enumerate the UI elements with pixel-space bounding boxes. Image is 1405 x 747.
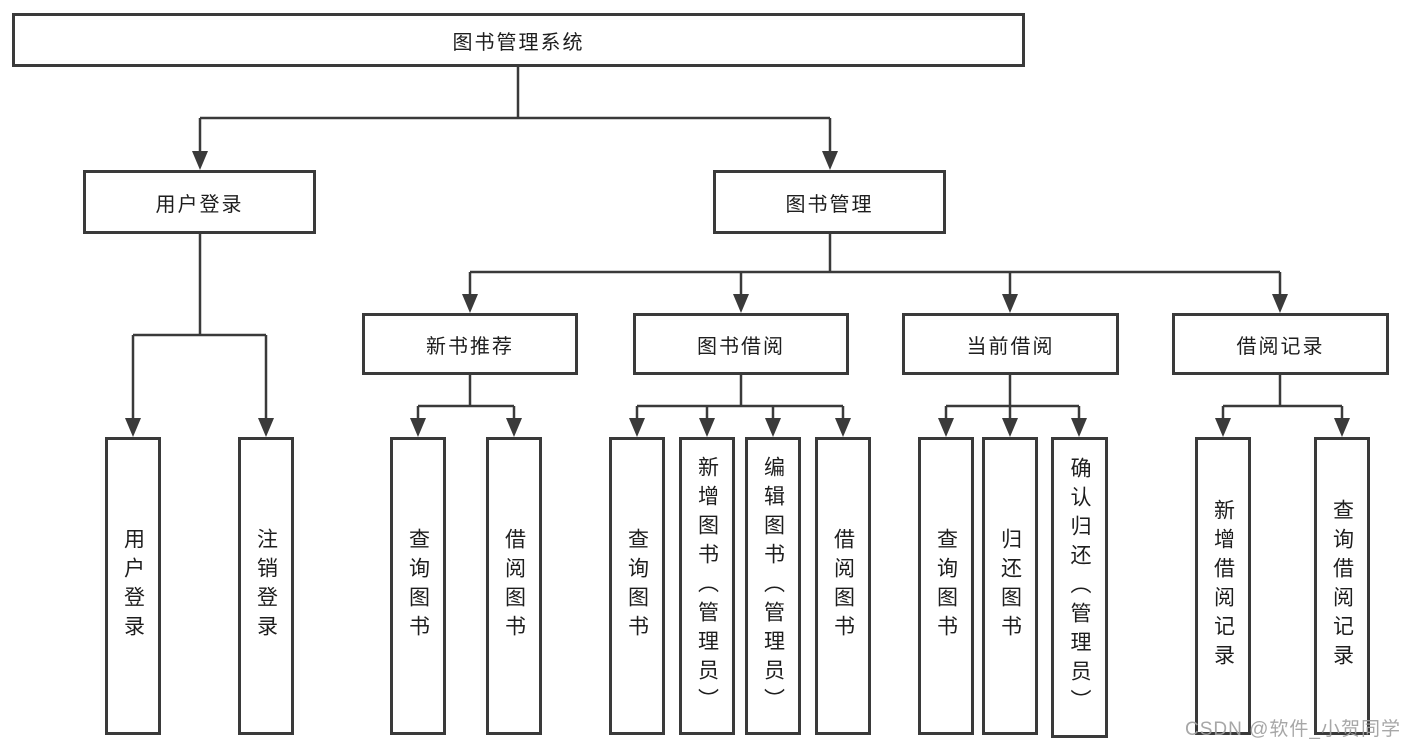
leaf-add-borrow-record: 新增借阅记录 [1195, 437, 1251, 735]
node-user-login: 用户登录 [83, 170, 316, 234]
node-root: 图书管理系统 [12, 13, 1025, 67]
leaf-query-book-3: 查询图书 [918, 437, 974, 735]
leaf-borrow-book-1: 借阅图书 [486, 437, 542, 735]
node-borrow-records: 借阅记录 [1172, 313, 1389, 375]
leaf-add-book-admin: 新增图书（管理员） [679, 437, 735, 735]
leaf-user-login: 用户登录 [105, 437, 161, 735]
arrowheads [125, 151, 1350, 437]
watermark-csdn: CSDN @软件_小贺同学 [1185, 719, 1401, 740]
leaf-query-borrow-record: 查询借阅记录 [1314, 437, 1370, 735]
node-book-management: 图书管理 [713, 170, 946, 234]
leaf-query-book-1: 查询图书 [390, 437, 446, 735]
leaf-borrow-book-2: 借阅图书 [815, 437, 871, 735]
node-new-book-recommend: 新书推荐 [362, 313, 578, 375]
node-book-borrow: 图书借阅 [633, 313, 849, 375]
leaf-return-book: 归还图书 [982, 437, 1038, 735]
leaf-edit-book-admin: 编辑图书（管理员） [745, 437, 801, 735]
leaf-confirm-return-admin: 确认归还（管理员） [1051, 437, 1108, 738]
leaf-query-book-2: 查询图书 [609, 437, 665, 735]
leaf-logout: 注销登录 [238, 437, 294, 735]
node-current-borrow: 当前借阅 [902, 313, 1119, 375]
